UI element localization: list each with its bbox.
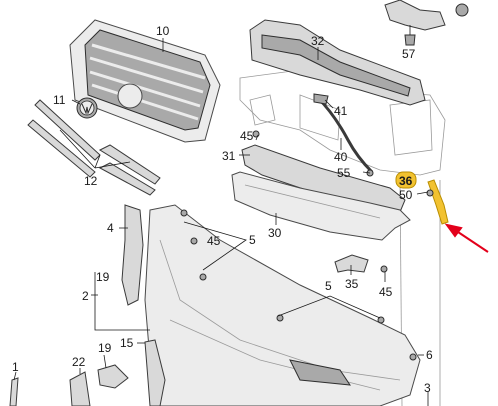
callout-11: 11 <box>53 93 66 107</box>
callout-45-c: 45 <box>379 285 393 299</box>
fog-trim <box>97 364 129 389</box>
highlighted-bracket <box>427 179 449 225</box>
callout-55: 55 <box>337 166 351 180</box>
callout-4: 4 <box>107 221 114 235</box>
callout-6: 6 <box>426 348 433 362</box>
edge-strip <box>9 377 19 406</box>
side-guide <box>121 204 144 306</box>
indicator-arrow <box>444 223 489 253</box>
emblem <box>76 97 98 119</box>
callout-19-b: 19 <box>98 341 112 355</box>
side-bracket <box>334 254 369 273</box>
callout-40: 40 <box>334 150 348 164</box>
side-spoiler <box>69 371 91 406</box>
callout-5-b: 5 <box>325 279 332 293</box>
callout-32: 32 <box>311 34 325 48</box>
callout-19-a: 19 <box>96 270 110 284</box>
release-cable <box>313 93 374 174</box>
callout-22: 22 <box>72 355 86 369</box>
upper-bracket <box>384 0 469 46</box>
radiator-grille <box>69 19 221 143</box>
callout-57: 57 <box>402 47 416 61</box>
fasteners <box>180 130 434 361</box>
callout-45-b: 45 <box>207 234 221 248</box>
callout-41: 41 <box>334 104 348 118</box>
cross-member <box>249 19 426 106</box>
callout-labels: 10 11 12 32 57 41 45 40 31 55 36 50 30 4… <box>12 24 433 395</box>
callout-1: 1 <box>12 360 19 374</box>
callout-30: 30 <box>268 226 282 240</box>
callout-36-badge <box>395 171 417 189</box>
callout-45-a: 45 <box>240 129 254 143</box>
leader-lines <box>13 25 429 406</box>
callout-36: 36 <box>399 174 413 188</box>
callout-50: 50 <box>399 188 413 202</box>
callout-12: 12 <box>84 174 98 188</box>
energy-absorber <box>231 171 411 241</box>
bumper-cover <box>144 204 421 406</box>
lower-trim <box>144 339 166 406</box>
callout-10: 10 <box>156 24 170 38</box>
callout-2: 2 <box>82 289 89 303</box>
callout-31: 31 <box>222 149 236 163</box>
callout-15: 15 <box>120 336 134 350</box>
callout-5-a: 5 <box>249 233 256 247</box>
callout-3: 3 <box>424 381 431 395</box>
callout-35: 35 <box>345 277 359 291</box>
